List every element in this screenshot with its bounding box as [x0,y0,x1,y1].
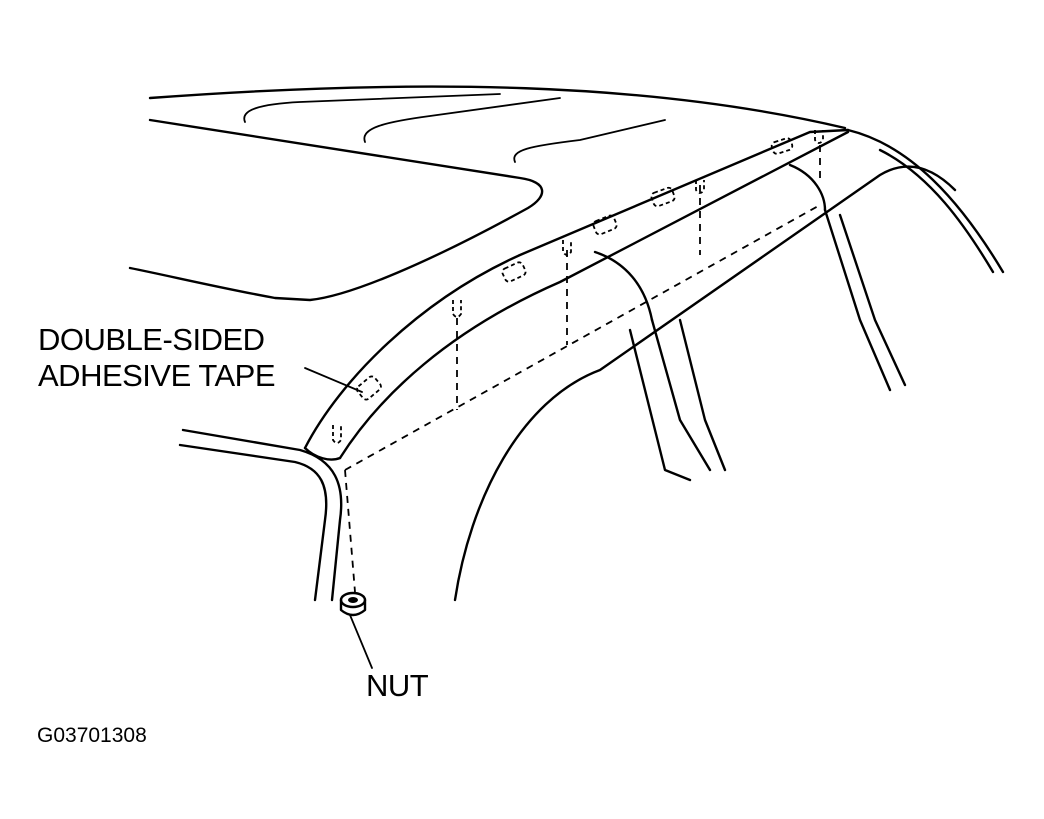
mounting-guide-lines [344,145,821,593]
figure-code: G03701308 [37,724,147,747]
roof-panel [128,85,847,302]
leader-lines [304,367,373,669]
nut-icon [339,591,367,617]
tape-label-line-2: ADHESIVE TAPE [38,358,276,393]
clip-markers [332,130,824,444]
tape-label-line-1: DOUBLE-SIDED [38,322,265,357]
tape-pad-markers [356,137,794,401]
nut-label: NUT [366,668,429,703]
double-sided-adhesive-tape-label: DOUBLE-SIDED ADHESIVE TAPE [38,322,276,394]
body-side [178,163,957,602]
roof-side-molding [303,128,1005,461]
